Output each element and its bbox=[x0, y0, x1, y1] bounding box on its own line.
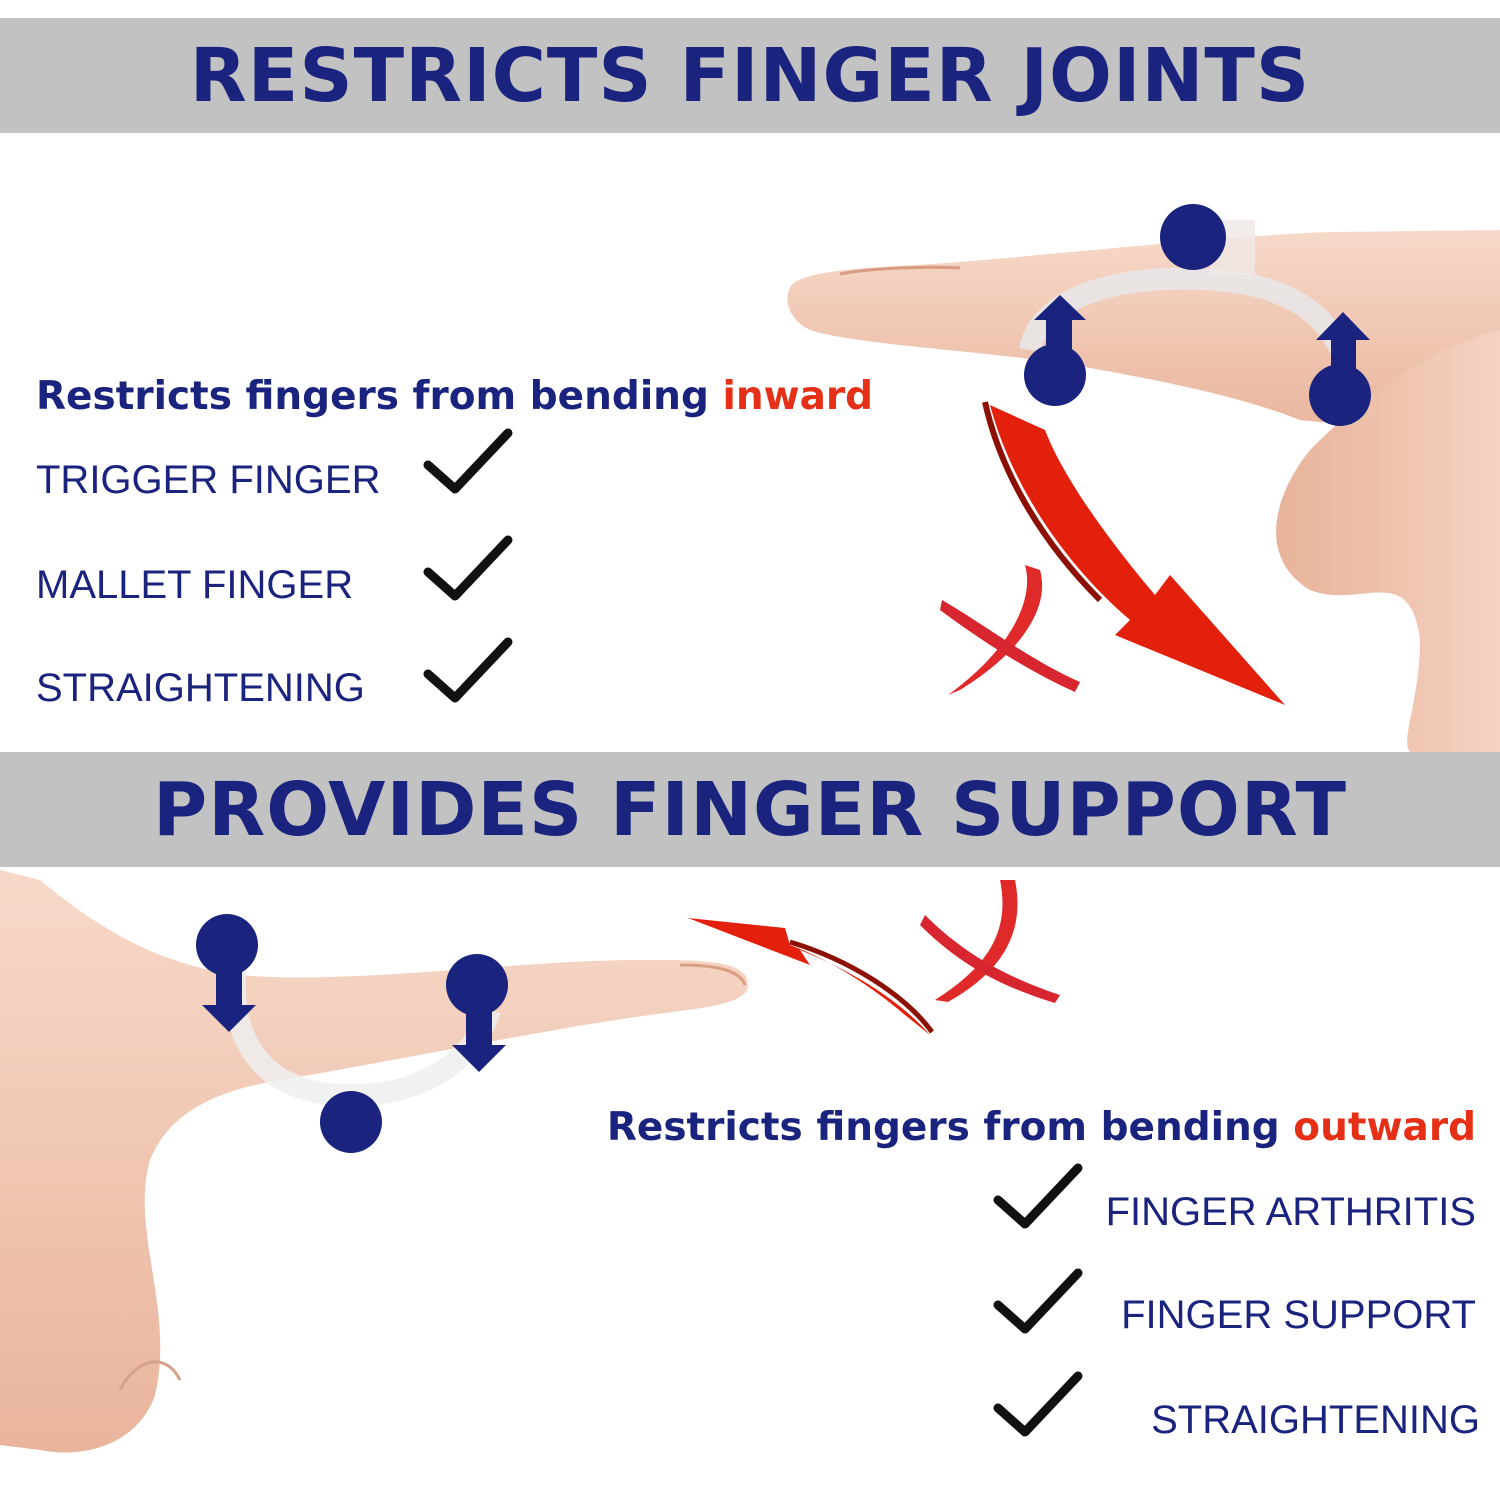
top-finger-illustration bbox=[787, 220, 1500, 752]
bottom-finger-illustration bbox=[0, 870, 748, 1453]
red-x-mark-bottom bbox=[920, 880, 1060, 1003]
top-subhead-accent: inward bbox=[722, 374, 874, 419]
top-banner-title: RESTRICTS FINGER JOINTS bbox=[189, 32, 1311, 119]
check-icon bbox=[423, 535, 513, 601]
bottom-subhead-text: Restricts fingers from bending bbox=[606, 1105, 1294, 1150]
top-banner: RESTRICTS FINGER JOINTS bbox=[0, 18, 1500, 133]
bottom-banner: PROVIDES FINGER SUPPORT bbox=[0, 752, 1500, 867]
bottom-pressure-points bbox=[196, 914, 508, 1153]
red-curved-arrow-bottom bbox=[688, 918, 935, 1035]
bottom-item-2: FINGER SUPPORT bbox=[1121, 1293, 1476, 1337]
top-item-2: MALLET FINGER bbox=[36, 563, 354, 607]
red-x-mark bbox=[940, 565, 1080, 695]
red-curved-arrow bbox=[982, 401, 1285, 705]
check-icon bbox=[423, 428, 513, 494]
bottom-item-1: FINGER ARTHRITIS bbox=[1105, 1190, 1476, 1234]
top-subhead-text: Restricts fingers from bending bbox=[36, 374, 723, 419]
check-icon bbox=[993, 1371, 1083, 1437]
top-item-1: TRIGGER FINGER bbox=[36, 458, 381, 502]
bottom-banner-title: PROVIDES FINGER SUPPORT bbox=[153, 766, 1347, 853]
top-pressure-points bbox=[1024, 204, 1371, 426]
bottom-subhead: Restricts fingers from bending outward bbox=[607, 1105, 1476, 1150]
top-item-3: STRAIGHTENING bbox=[36, 666, 365, 710]
check-icon bbox=[993, 1268, 1083, 1334]
top-subhead: Restricts fingers from bending inward bbox=[36, 374, 873, 419]
bottom-subhead-accent: outward bbox=[1293, 1105, 1476, 1150]
check-icon bbox=[423, 637, 513, 703]
check-icon bbox=[993, 1163, 1083, 1229]
bottom-item-3: STRAIGHTENING bbox=[1151, 1398, 1480, 1442]
